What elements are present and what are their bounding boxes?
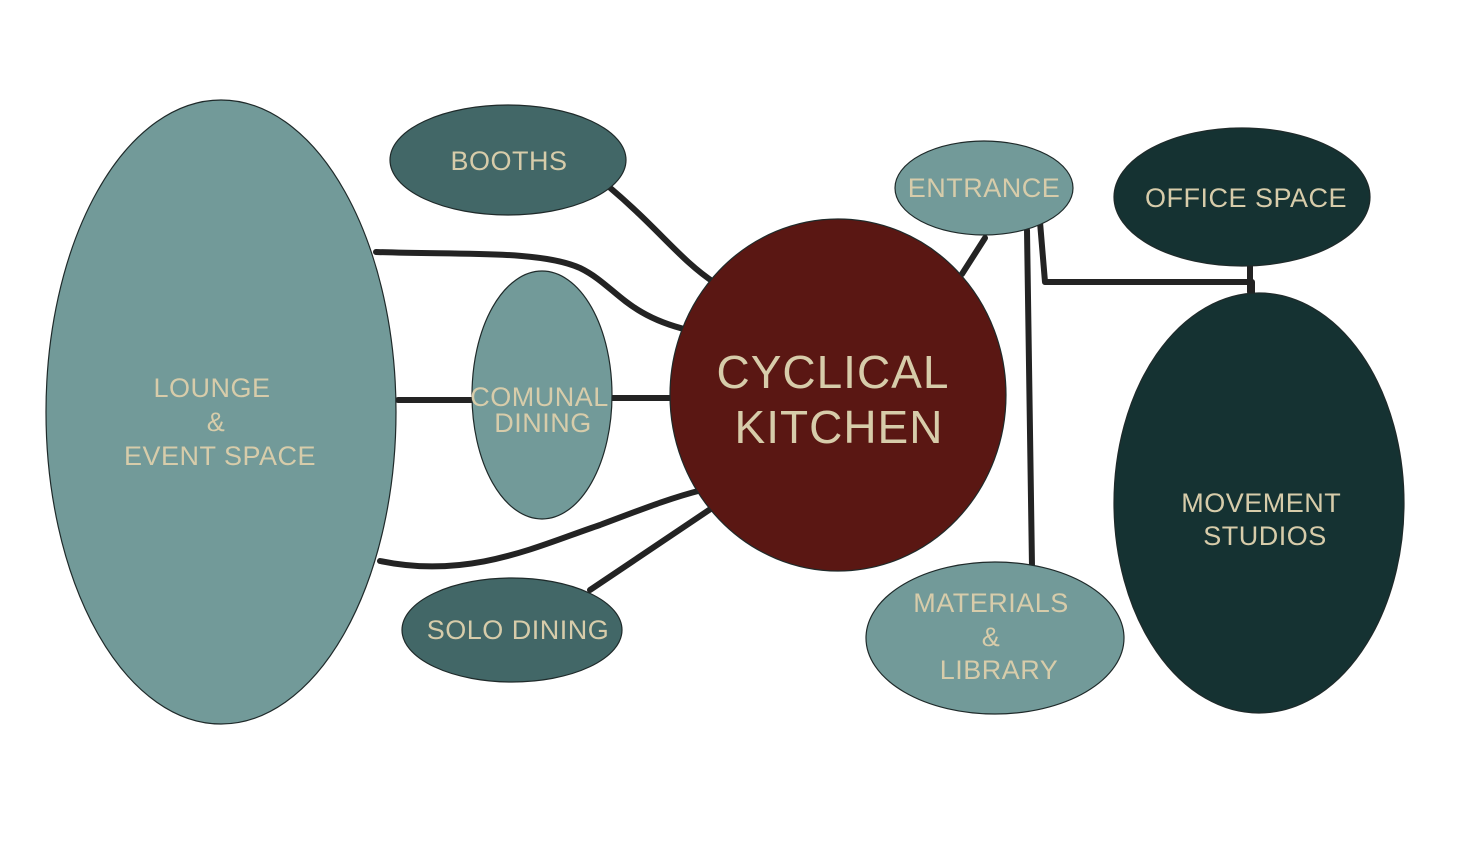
node-movement-studios [1113,292,1405,714]
node-office-space [1113,127,1371,267]
label-solo-dining: SOLO DINING [427,615,610,645]
nodes [45,99,1405,725]
link-entrance-kitchen [959,235,988,277]
label-cyclical-kitchen: CYCLICAL KITCHEN [716,346,961,453]
labels: LOUNGE & EVENT SPACE BOOTHS COMUNAL DINI… [124,146,1349,685]
label-booths: BOOTHS [450,146,567,176]
label-movement-studios: MOVEMENT STUDIOS [1181,488,1349,551]
link-solo-kitchen [587,505,715,593]
link-lounge-kitchen-upper [373,249,691,333]
label-comunal-dining: COMUNAL DINING [470,382,616,438]
label-office-space: OFFICE SPACE [1145,183,1347,213]
node-entrance [894,140,1074,236]
node-booths [389,104,627,216]
link-lounge-kitchen-lower [377,487,705,570]
node-cyclical-kitchen [669,218,1007,572]
label-materials-library: MATERIALS & LIBRARY [913,588,1077,685]
links [373,183,1255,593]
node-comunal-dining [471,270,613,520]
label-lounge: LOUNGE & EVENT SPACE [124,373,316,471]
link-booths-kitchen [605,183,718,286]
link-entrance-materials [1024,227,1035,570]
node-lounge-event-space [45,99,397,725]
node-materials-library [865,561,1125,715]
node-solo-dining [401,577,623,683]
label-entrance: ENTRANCE [908,173,1061,203]
